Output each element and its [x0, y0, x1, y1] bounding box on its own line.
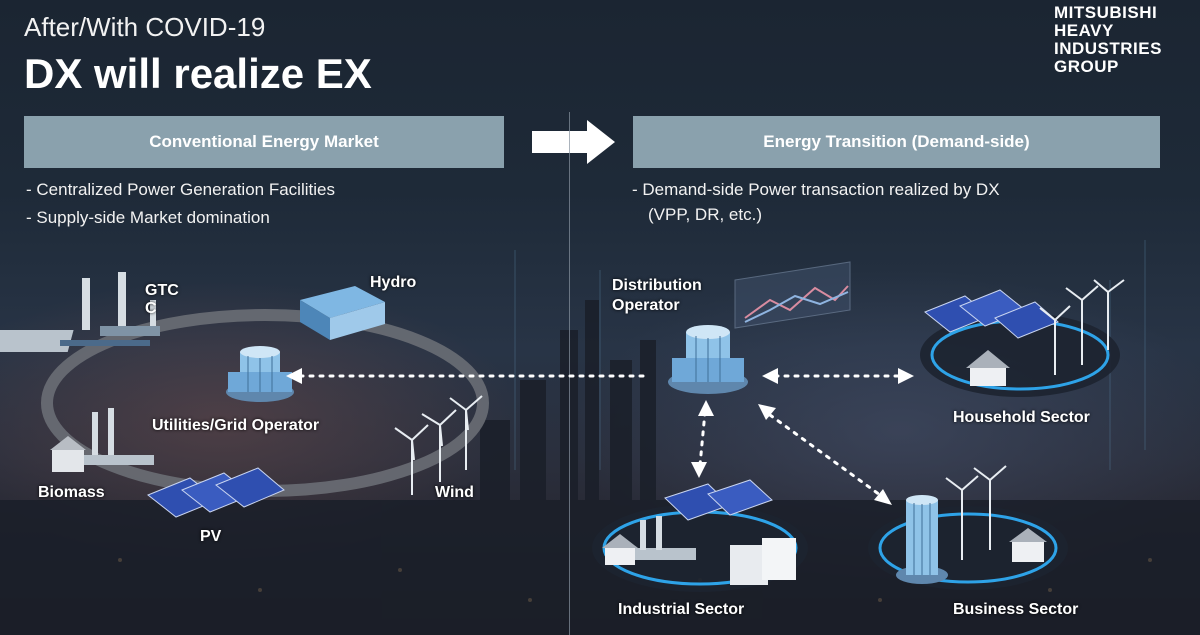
wind-turbine-icon	[1039, 279, 1125, 375]
house-icon	[966, 350, 1010, 386]
label-pv: PV	[200, 528, 222, 545]
label-distribution-line2: Operator	[612, 297, 680, 314]
company-logo: MITSUBISHI HEAVY INDUSTRIES GROUP	[1054, 4, 1162, 76]
label-distribution-line1: Distribution	[612, 277, 702, 294]
grid-operator-building-icon	[668, 325, 748, 394]
factory-icon	[626, 516, 796, 585]
label-wind: Wind	[435, 484, 474, 501]
right-bullet: - Demand-side Power transaction realized…	[632, 180, 1000, 199]
left-section-header: Conventional Energy Market	[24, 116, 504, 168]
slide-subtitle: After/With COVID-19	[24, 12, 266, 42]
label-business-sector: Business Sector	[953, 601, 1079, 618]
logo-line: GROUP	[1054, 57, 1119, 76]
solar-panel-icon	[147, 467, 285, 518]
label-gtcc-line2: C	[145, 300, 157, 317]
solar-panel-icon	[707, 479, 773, 516]
data-link	[698, 374, 902, 497]
business-sector-scene	[868, 465, 1068, 590]
right-section-header: Energy Transition (Demand-side)	[633, 116, 1160, 168]
line-chart-icon	[734, 261, 851, 329]
house-icon	[602, 534, 638, 565]
wind-turbine-icon	[394, 395, 483, 495]
label-gtcc-line1: GTC	[145, 282, 179, 299]
logo-line: INDUSTRIES	[1054, 39, 1162, 58]
grid-operator-building-icon	[226, 346, 294, 402]
wind-turbine-icon	[945, 465, 1007, 560]
label-industrial-sector: Industrial Sector	[618, 601, 745, 618]
label-household-sector: Household Sector	[953, 409, 1090, 426]
right-bullet: (VPP, DR, etc.)	[648, 205, 762, 224]
label-hydro: Hydro	[370, 274, 417, 291]
industrial-sector-scene	[592, 479, 808, 592]
left-bullet: - Centralized Power Generation Facilitie…	[26, 180, 335, 199]
slide-title: DX will realize EX	[24, 50, 372, 97]
arrowheads	[691, 368, 914, 505]
hydro-dam-icon	[300, 286, 385, 340]
house-icon	[50, 408, 154, 472]
left-bullet: - Supply-side Market domination	[26, 208, 270, 227]
logo-line: HEAVY	[1054, 21, 1114, 40]
house-icon	[1009, 528, 1047, 562]
section-divider	[569, 112, 570, 635]
office-tower-icon	[896, 495, 948, 584]
household-sector-scene	[920, 279, 1125, 397]
logo-line: MITSUBISHI	[1054, 3, 1158, 22]
data-link	[286, 368, 652, 384]
right-arrow-icon	[532, 120, 615, 164]
label-biomass: Biomass	[38, 484, 105, 501]
label-utilities-grid-operator: Utilities/Grid Operator	[152, 417, 320, 434]
power-plant-icon	[0, 272, 160, 352]
